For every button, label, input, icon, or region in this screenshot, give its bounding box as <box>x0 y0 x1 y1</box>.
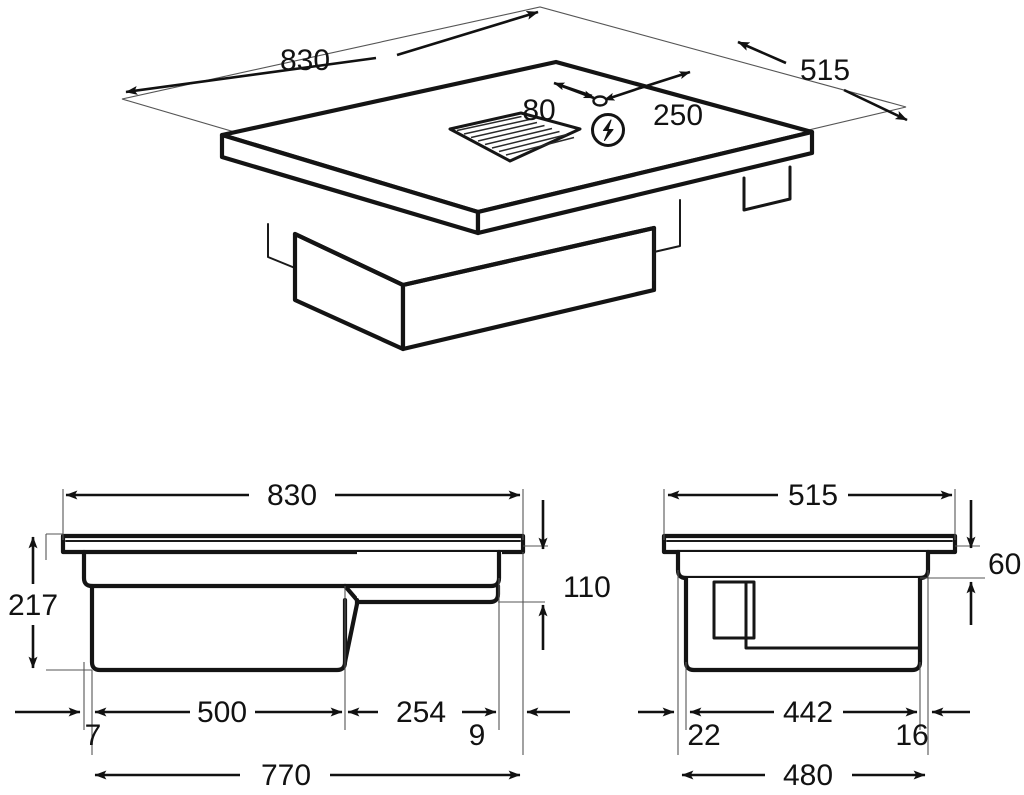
dim-front-254-label: 254 <box>396 696 446 729</box>
dim-front-9-label: 9 <box>469 719 486 752</box>
dim-front-830: 830 <box>65 479 521 512</box>
dim-side-22: 22 <box>638 707 721 752</box>
dim-side-515: 515 <box>667 479 953 512</box>
dim-side-16: 16 <box>895 707 970 752</box>
dim-side-22-label: 22 <box>687 719 720 752</box>
dim-side-480: 480 <box>681 759 926 792</box>
dim-side-16-label: 16 <box>895 719 928 752</box>
dim-front-830-label: 830 <box>267 479 317 512</box>
side-body <box>675 549 931 673</box>
dim-front-254: 254 <box>347 696 497 729</box>
vent-grille <box>448 111 582 163</box>
dim-side-60: 60 <box>966 500 1021 625</box>
isometric-view <box>121 6 907 352</box>
side-top-plate <box>661 533 958 555</box>
dim-front-110-label: 110 <box>563 571 611 604</box>
dim-front-9: 9 <box>469 707 570 752</box>
dim-front-500-label: 500 <box>197 696 247 729</box>
dim-iso-830: 830 <box>125 10 539 95</box>
dim-iso-830-label: 830 <box>280 44 330 77</box>
dim-iso-80: 80 <box>522 81 595 127</box>
vent-grille-slats <box>456 115 575 156</box>
dim-side-60-label: 60 <box>988 548 1021 581</box>
dim-front-770: 770 <box>94 759 521 792</box>
dim-iso-250: 250 <box>603 70 703 132</box>
dim-front-7-label: 7 <box>85 719 102 752</box>
dim-iso-80-label: 80 <box>522 94 555 127</box>
front-right-body <box>342 549 502 607</box>
iso-housing-body <box>267 165 792 352</box>
dim-front-500: 500 <box>94 696 343 729</box>
front-view <box>60 533 526 673</box>
front-view-extensions <box>45 489 548 755</box>
dim-iso-515-label: 515 <box>800 54 850 87</box>
side-internal-detail <box>712 580 922 650</box>
dim-side-515-label: 515 <box>788 479 838 512</box>
dim-front-770-label: 770 <box>261 759 311 792</box>
lightning-bolt-icon <box>591 95 625 147</box>
dim-iso-515: 515 <box>737 40 908 122</box>
dim-side-442-label: 442 <box>783 696 833 729</box>
iso-hob-edge-band <box>219 129 815 236</box>
side-view <box>661 533 958 673</box>
dim-front-217-label: 217 <box>8 589 58 622</box>
dim-side-480-label: 480 <box>783 759 833 792</box>
dim-iso-250-label: 250 <box>653 99 703 132</box>
dim-front-217: 217 <box>8 536 58 669</box>
dim-front-7: 7 <box>15 707 102 752</box>
dim-front-110: 110 <box>538 500 611 650</box>
dim-side-442: 442 <box>689 696 918 729</box>
front-top-plate <box>60 533 526 555</box>
